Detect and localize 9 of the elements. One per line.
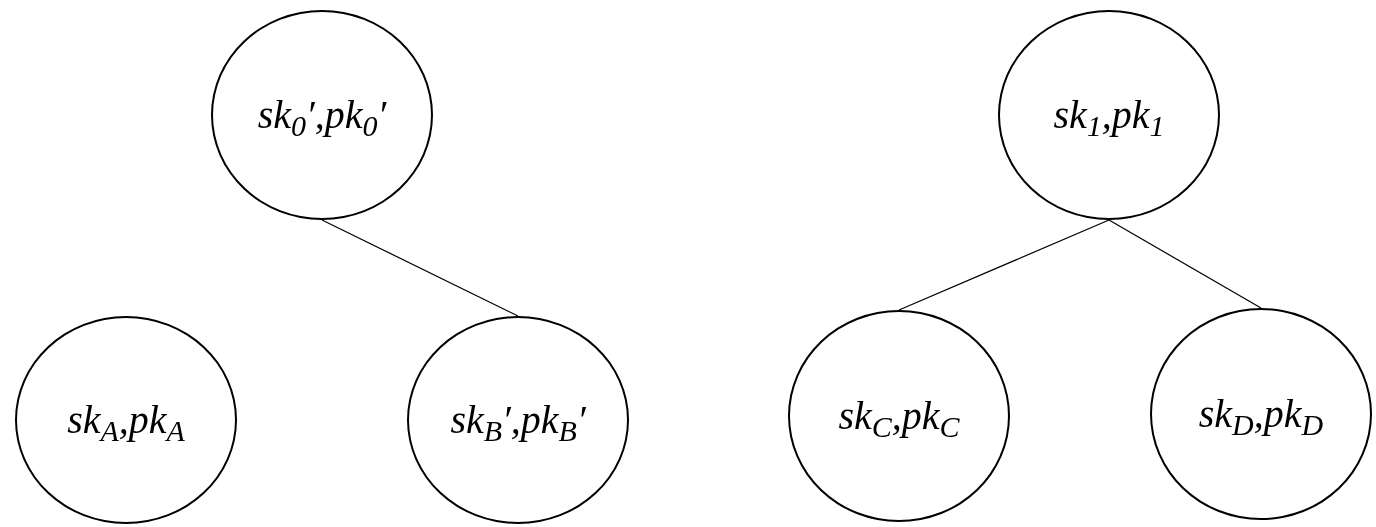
connector-line xyxy=(321,219,519,317)
key-pair-label: sk$_{0}$′,pk$_{0}$′ xyxy=(257,95,387,135)
key-pair-label: sk$_{B}$′,pk$_{B}$′ xyxy=(450,400,586,440)
connector-line xyxy=(898,219,1110,311)
key-pair-label: sk$_{D}$,pk$_{D}$ xyxy=(1198,394,1324,434)
key-pair-label: sk$_{C}$,pk$_{C}$ xyxy=(838,396,960,436)
key-pair-label: sk$_{1}$,pk$_{1}$ xyxy=(1053,95,1165,135)
key-pair-label: sk$_{A}$,pk$_{A}$ xyxy=(67,400,185,440)
connector-line xyxy=(1108,219,1262,309)
